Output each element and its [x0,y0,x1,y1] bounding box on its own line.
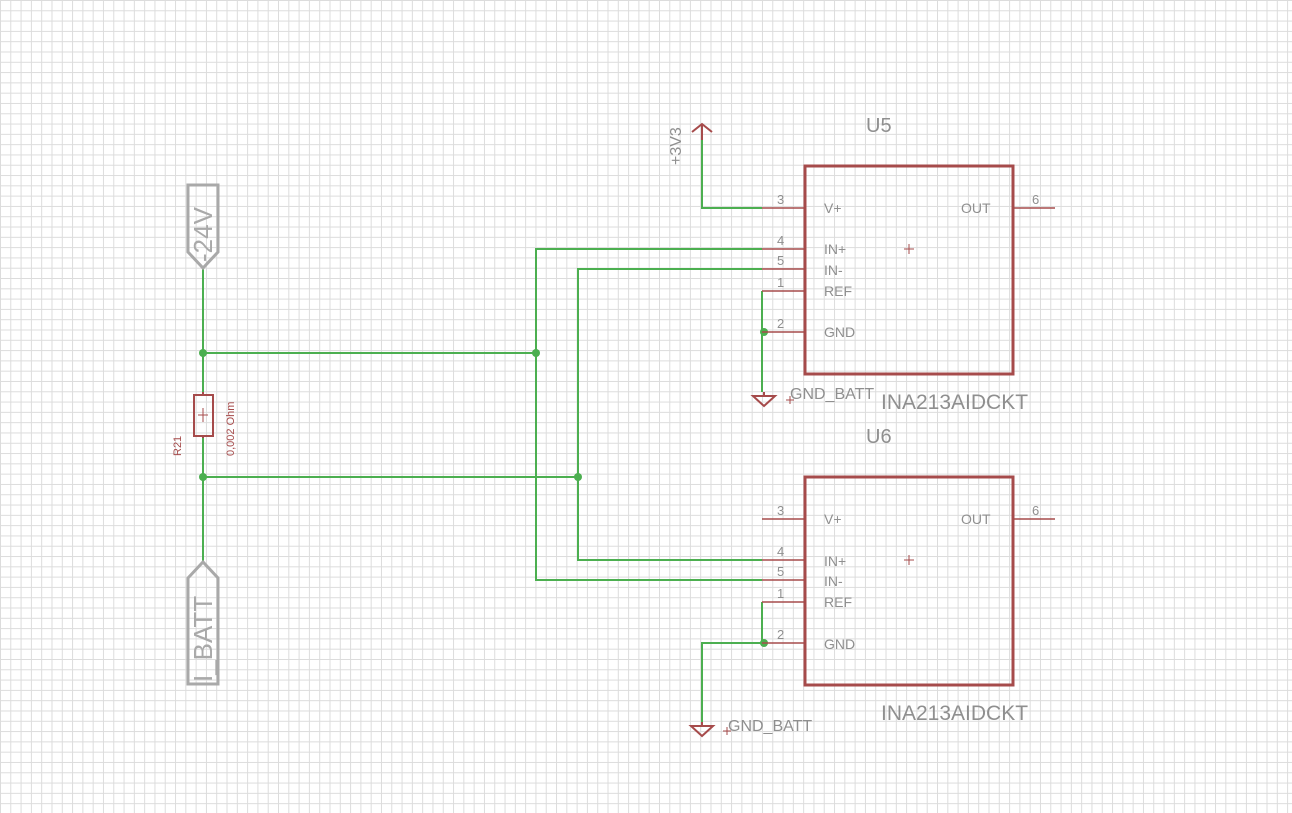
port-24v[interactable]: -24V [186,183,220,271]
u6-pin-num: 5 [777,564,784,579]
u6-pin-name: REF [824,594,852,610]
u6-pin-num: 1 [777,586,784,601]
u6-pin-num: 2 [777,627,784,642]
junction-dot [199,349,207,357]
u6-name: U6 [866,426,892,448]
wires [202,140,763,722]
u6-pin-name: IN- [824,573,843,589]
u5-pin-num: 4 [777,233,784,248]
u5-value: INA213AIDCKT [881,391,1028,414]
u5-pin-num: 1 [777,275,784,290]
u6-pin-num: 6 [1032,503,1039,518]
ground-u5-label: GND_BATT [790,386,874,403]
u6-pin-name: OUT [961,511,991,527]
ic-u5[interactable]: U5 3 4 5 1 2 6 V+ IN+ IN- REF GND OUT IN… [762,115,1055,414]
u5-pin-num: 2 [777,316,784,331]
junction-dot [532,349,540,357]
u5-pin-num: 5 [777,253,784,268]
junction-dot [574,473,582,481]
r21-value: 0,002 Ohm [225,402,237,456]
ic-u6[interactable]: U6 3 4 5 1 2 6 V+ IN+ IN- REF GND OUT IN… [762,426,1055,725]
supply-3v3[interactable]: +3V3 [668,122,713,165]
u6-pin-num: 3 [777,503,784,518]
u5-pin-name: REF [824,283,852,299]
junction-dot [199,473,207,481]
u5-pin-num: 3 [777,192,784,207]
wire-u6-gnd [701,602,763,722]
r21-name: R21 [172,436,184,456]
wire-3v3-to-u5 [701,140,762,209]
u6-pin-num: 4 [777,544,784,559]
wire-inminus-u5-net [577,268,762,561]
port-ibatt[interactable]: I_BATT [186,559,220,686]
u5-pin-name: OUT [961,200,991,216]
u5-name: U5 [866,115,892,137]
u5-pin-name: V+ [824,200,842,216]
ground-u5[interactable]: GND_BATT [750,386,874,408]
u6-body [803,475,1015,687]
u5-pin-name: IN- [824,262,843,278]
u5-pin-num: 6 [1032,192,1039,207]
junctions [199,328,768,647]
wire-inplus-u5-net [535,248,762,581]
u6-pin-name: IN+ [824,553,846,569]
ground-u6[interactable]: GND_BATT [688,718,812,738]
u6-value: INA213AIDCKT [881,702,1028,725]
resistor-r21[interactable]: R21 0,002 Ohm [172,392,237,456]
ground-u6-label: GND_BATT [728,718,812,735]
u6-pin-name: GND [824,636,855,652]
u6-pin-name: V+ [824,511,842,527]
u5-body [803,164,1015,376]
u5-pin-name: IN+ [824,241,846,257]
port-ibatt-label: I_BATT [188,596,218,682]
u5-pin-name: GND [824,324,855,340]
supply-3v3-label: +3V3 [668,127,685,165]
port-24v-label: -24V [188,206,218,262]
